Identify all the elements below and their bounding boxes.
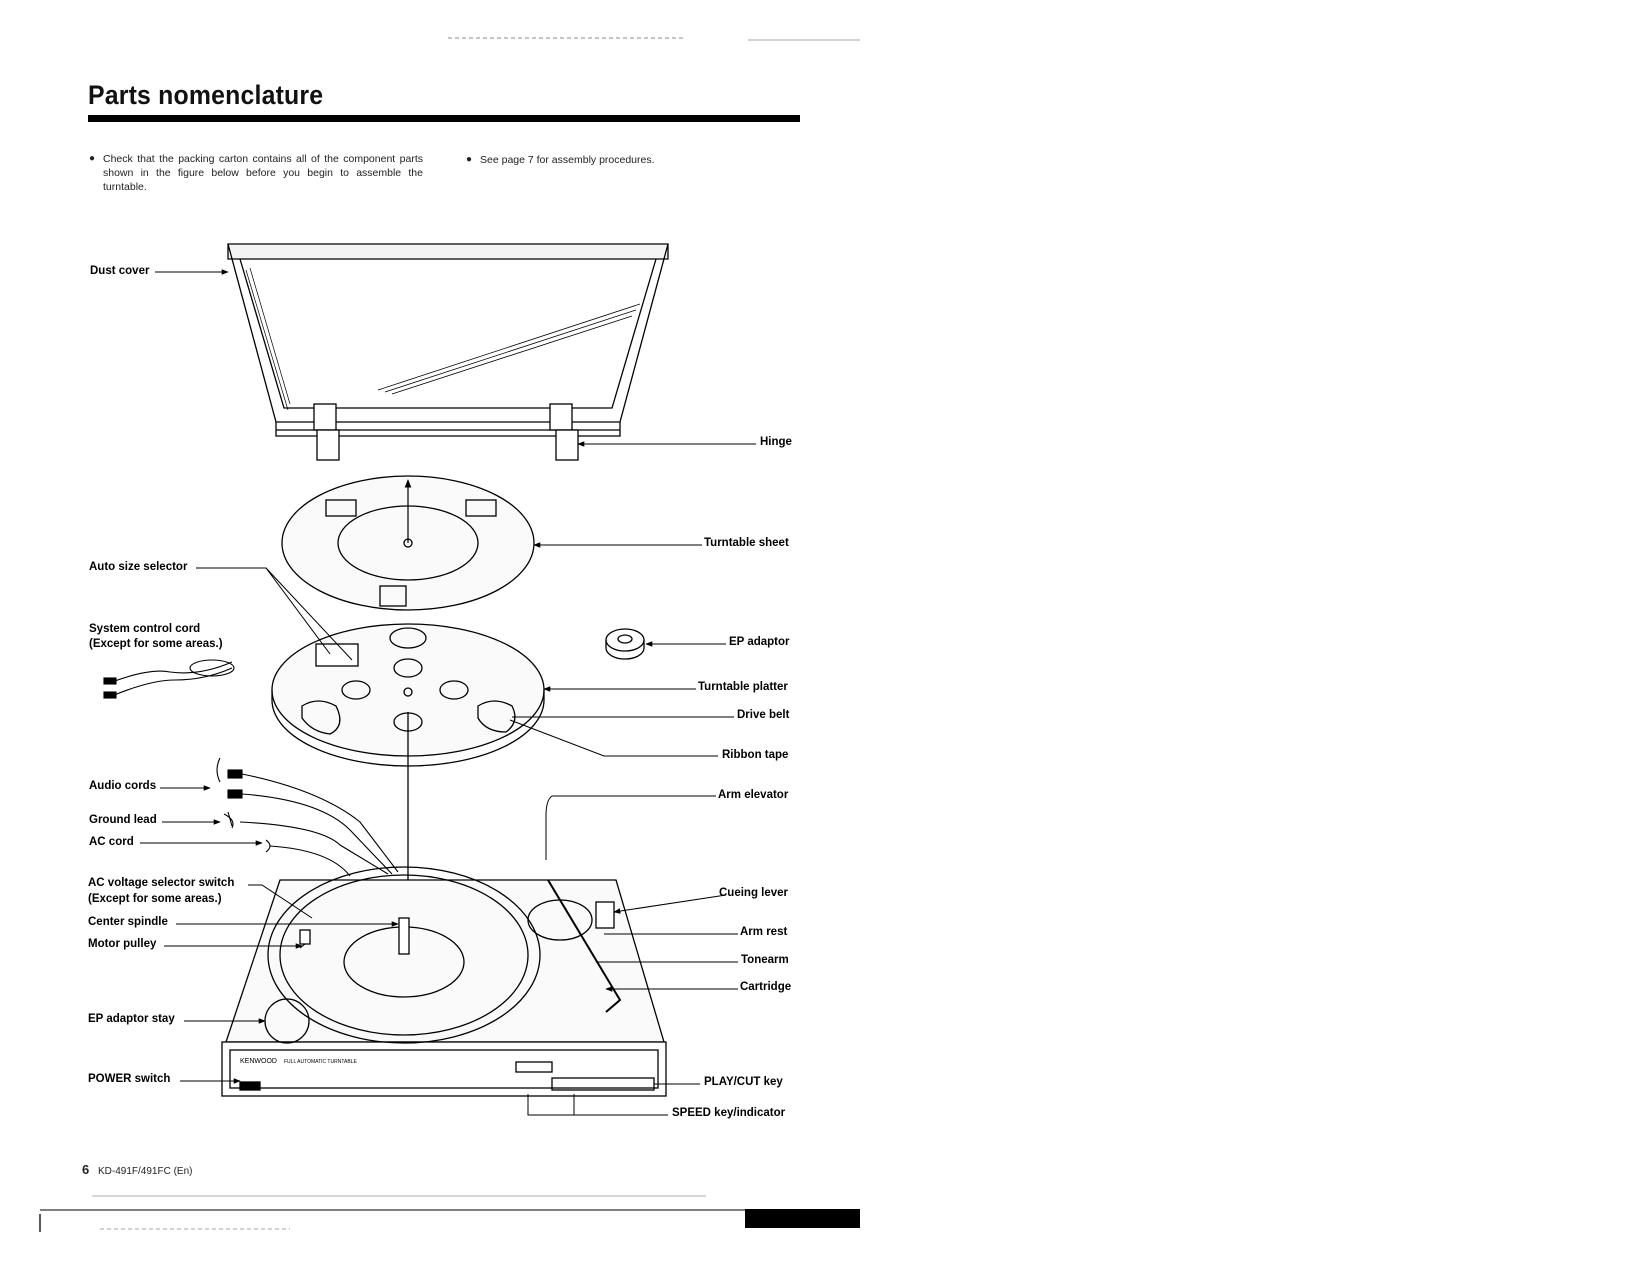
label-play-cut-key: PLAY/CUT key xyxy=(704,1076,783,1088)
label-auto-size-selector: Auto size selector xyxy=(89,561,188,573)
system-control-cord-drawing xyxy=(103,659,235,699)
page-footer: 6 KD-491F/491FC (En) xyxy=(82,1162,193,1177)
label-motor-pulley: Motor pulley xyxy=(88,938,157,950)
label-cueing-lever: Cueing lever xyxy=(719,887,789,899)
label-ac-voltage-selector-note: (Except for some areas.) xyxy=(88,893,222,905)
label-ep-adaptor: EP adaptor xyxy=(729,636,790,648)
label-speed-key-indicator: SPEED key/indicator xyxy=(672,1107,786,1119)
doc-code: KD-491F/491FC (En) xyxy=(98,1166,193,1177)
label-ribbon-tape: Ribbon tape xyxy=(722,749,789,761)
label-turntable-platter: Turntable platter xyxy=(698,681,788,693)
turntable-base-drawing xyxy=(221,866,667,1097)
label-ep-adaptor-stay: EP adaptor stay xyxy=(88,1013,175,1025)
label-audio-cords: Audio cords xyxy=(89,780,157,792)
label-center-spindle: Center spindle xyxy=(88,916,168,928)
label-tonearm: Tonearm xyxy=(741,954,789,966)
page-number: 6 xyxy=(82,1162,90,1177)
label-ground-lead: Ground lead xyxy=(89,814,157,826)
label-dust-cover: Dust cover xyxy=(90,265,150,277)
label-arm-rest: Arm rest xyxy=(740,926,788,938)
bullet-icon: ● xyxy=(89,153,96,164)
label-power-switch: POWER switch xyxy=(88,1073,171,1085)
cords-drawing xyxy=(216,757,399,877)
page-title: Parts nomenclature xyxy=(88,80,324,110)
bullet-icon: ● xyxy=(466,154,473,165)
brand-text: KENWOOD xyxy=(240,1058,277,1065)
ep-adaptor-drawing xyxy=(605,628,645,660)
label-drive-belt: Drive belt xyxy=(737,709,790,721)
label-system-control-cord-note: (Except for some areas.) xyxy=(89,638,223,650)
label-system-control-cord: System control cord xyxy=(89,623,201,635)
title-rule xyxy=(88,115,800,122)
note-text: Check that the packing carton contains a… xyxy=(103,153,423,193)
dust-cover-drawing xyxy=(227,243,669,461)
label-turntable-sheet: Turntable sheet xyxy=(704,537,789,549)
label-hinge: Hinge xyxy=(760,436,792,448)
note-assembly-ref: ● See page 7 for assembly procedures. xyxy=(466,153,780,167)
label-ac-voltage-selector-switch: AC voltage selector switch xyxy=(88,877,235,889)
label-cartridge: Cartridge xyxy=(740,981,792,993)
label-ac-cord: AC cord xyxy=(89,836,134,848)
label-arm-elevator: Arm elevator xyxy=(718,789,789,801)
model-line-text: FULL AUTOMATIC TURNTABLE xyxy=(284,1059,357,1065)
corner-bar xyxy=(745,1209,860,1228)
note-packing-check: ● Check that the packing carton contains… xyxy=(89,152,423,194)
note-text: See page 7 for assembly procedures. xyxy=(480,154,655,166)
